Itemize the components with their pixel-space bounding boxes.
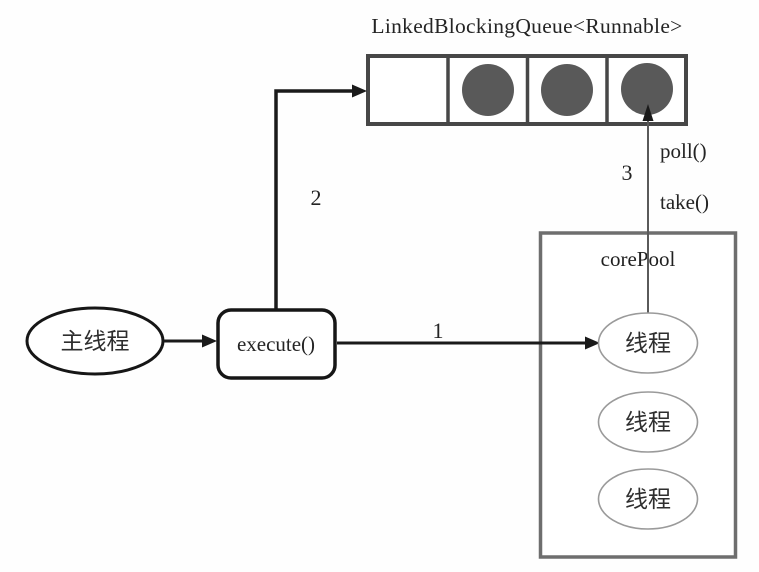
enqueue-arrowhead-icon: [352, 84, 367, 98]
dequeue-arrow: [642, 104, 654, 315]
thread-label: 线程: [625, 331, 671, 356]
take-label: take(): [660, 190, 709, 214]
queue-title: LinkedBlockingQueue<Runnable>: [371, 14, 682, 38]
thread-node: 线程: [597, 468, 699, 530]
step1-label: 1: [433, 318, 444, 343]
thread-node: 线程: [597, 391, 699, 453]
poll-label: poll(): [660, 139, 707, 163]
blocking-queue: [366, 54, 688, 126]
dequeue-arrowhead-icon: [642, 104, 654, 121]
execute-box: [216, 308, 337, 380]
task-circle: [621, 63, 673, 115]
thread-ellipse: [597, 391, 699, 453]
thread-ellipse: [597, 312, 699, 374]
execute-node: execute(): [216, 308, 337, 380]
main-thread-node: 主线程: [25, 306, 165, 376]
thread-label: 线程: [625, 410, 671, 435]
thread-label: 线程: [625, 487, 671, 512]
enqueue-arrow-line: [274, 89, 352, 311]
step3-label: 3: [622, 160, 633, 185]
enqueue-arrow: [274, 84, 367, 311]
task-circle: [541, 64, 593, 116]
execute-to-thread-arrowhead-icon: [585, 336, 600, 350]
core-pool-label: corePool: [601, 247, 676, 271]
thread-ellipse: [597, 468, 699, 530]
execute-label: execute(): [237, 332, 315, 356]
execute-to-thread-arrow: [337, 336, 600, 350]
step2-label: 2: [311, 185, 322, 210]
main-thread-ellipse: [25, 306, 165, 376]
task-circle: [462, 64, 514, 116]
thread-node: 线程: [597, 312, 699, 374]
main-to-execute-arrowhead-icon: [202, 334, 217, 348]
main-to-execute-arrow: [164, 334, 217, 348]
main-thread-label: 主线程: [61, 329, 130, 354]
